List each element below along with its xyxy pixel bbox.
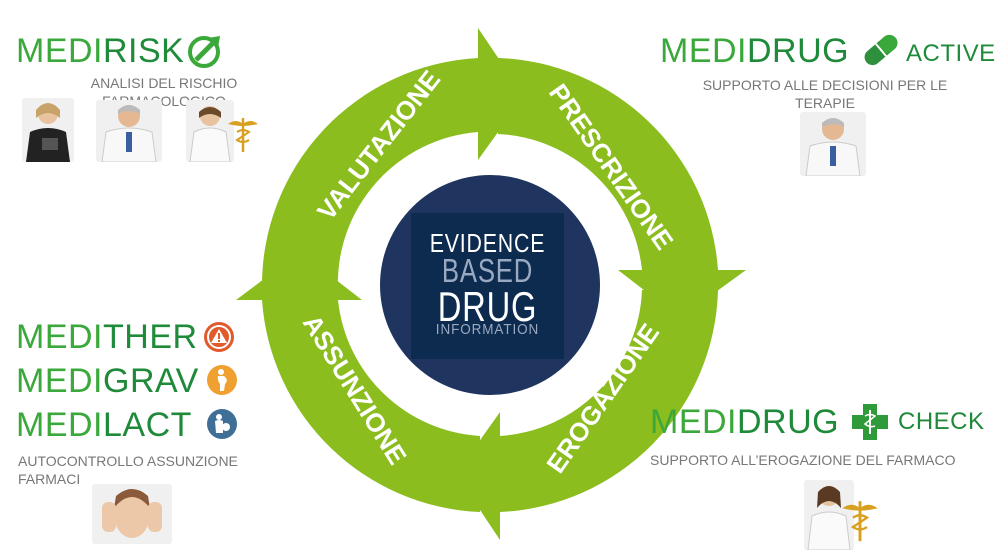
evidence-box xyxy=(411,213,564,359)
medidrug-check-name: DRUG xyxy=(737,403,840,441)
doctor-photo-2 xyxy=(800,112,866,176)
medirisk-medi: MEDI xyxy=(16,32,103,70)
medidrug-active-desc: SUPPORTO ALLE DECISIONI PER LE TERAPIE xyxy=(690,76,960,112)
medidrug-active-logo: MEDIDRUG xyxy=(660,34,849,68)
caduceus-icon-2 xyxy=(842,501,878,542)
medilact-logo: MEDILACT xyxy=(16,408,192,442)
medither-medi: MEDI xyxy=(16,318,103,356)
rising-arrow-icon xyxy=(188,36,220,68)
businesswoman-photo xyxy=(22,98,74,162)
medirisk-desc-line1: ANALISI DEL RISCHIO xyxy=(90,75,238,91)
pregnancy-icon xyxy=(207,365,237,395)
pill-icon xyxy=(864,34,898,66)
medidrug-check-suffix: CHECK xyxy=(898,408,985,435)
center-line-drug: DRUG xyxy=(437,283,538,330)
medilact-medi: MEDI xyxy=(16,406,103,444)
medither-logo: MEDITHER xyxy=(16,320,198,354)
arrow-erogazione xyxy=(456,290,718,540)
medigrav-name: GRAV xyxy=(103,362,199,400)
nurse-photo-1 xyxy=(186,100,234,162)
nurse-photo-2 xyxy=(804,480,854,550)
medigrav-medi: MEDI xyxy=(16,362,103,400)
doctor-photo-1 xyxy=(96,100,162,162)
medidrug-active-desc-line1: SUPPORTO ALLE DECISIONI PER LE xyxy=(702,77,948,93)
center-line-evidence: EVIDENCE xyxy=(429,228,546,258)
medidrug-active-name: DRUG xyxy=(747,32,850,70)
arrow-valutazione xyxy=(261,28,524,290)
breastfeeding-icon xyxy=(207,409,237,439)
medigrav-logo: MEDIGRAV xyxy=(16,364,199,398)
pharmacy-cross-icon xyxy=(852,404,888,440)
medidrug-active-medi: MEDI xyxy=(660,32,747,70)
medidrug-active-desc-line2: TERAPIE xyxy=(795,95,855,111)
medirisk-logo: MEDIRISK xyxy=(16,34,184,68)
medidrug-active-suffix: ACTIVE xyxy=(906,40,996,67)
caduceus-icon xyxy=(228,118,258,152)
medilact-desc-line1: AUTOCONTROLLO ASSUNZIONE xyxy=(18,453,238,469)
medidrug-check-desc: SUPPORTO ALL’EROGAZIONE DEL FARMACO xyxy=(650,452,956,468)
center-line-information: INFORMATION xyxy=(435,321,540,338)
alert-icon xyxy=(204,322,234,352)
medither-name: THER xyxy=(103,318,198,356)
medilact-name: LACT xyxy=(103,406,192,444)
medilact-desc: AUTOCONTROLLO ASSUNZIONE FARMACI xyxy=(18,452,278,488)
medidrug-check-medi: MEDI xyxy=(650,403,737,441)
headache-woman-photo xyxy=(92,484,172,544)
center-line-based: BASED xyxy=(441,252,534,289)
medirisk-name: RISK xyxy=(103,32,185,70)
cycle-arrows xyxy=(236,28,746,540)
medilact-desc-line2: FARMACI xyxy=(18,471,81,487)
arrow-prescrizione xyxy=(498,58,746,318)
arrow-assunzione xyxy=(236,252,480,512)
medidrug-check-logo: MEDIDRUG xyxy=(650,405,839,439)
